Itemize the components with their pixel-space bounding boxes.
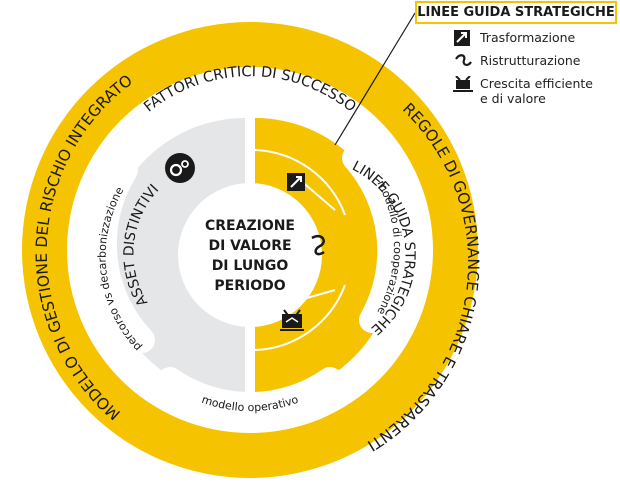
legend-label: Trasformazione xyxy=(480,30,576,45)
center-line-4: PERIODO xyxy=(214,278,285,294)
restructuring-loop-icon xyxy=(455,54,472,66)
restructuring-loop-icon xyxy=(311,234,325,256)
segment-divider xyxy=(254,149,346,216)
decarbonization-band xyxy=(90,157,155,353)
transformation-arrow-icon xyxy=(287,173,305,191)
legend-item: Trasformazione xyxy=(452,30,593,46)
gears-icon xyxy=(165,153,195,183)
center-line-2: DI VALORE xyxy=(208,238,291,254)
legend-leader-line xyxy=(334,12,416,146)
legend-item: Crescita efficiente e di valore xyxy=(452,76,593,106)
legend-title: LINEE GUIDA STRATEGICHE xyxy=(415,1,617,24)
center-line-1: CREAZIONE xyxy=(205,218,295,234)
efficient-growth-icon xyxy=(280,309,304,331)
cooperation-band xyxy=(342,145,404,333)
legend-label: Ristrutturazione xyxy=(480,53,581,68)
segment-divider xyxy=(254,284,346,351)
legend-item: Ristrutturazione xyxy=(452,53,593,69)
operating-model-band xyxy=(157,367,343,419)
transformation-arrow-icon xyxy=(454,30,470,46)
center-line-3: DI LUNGO xyxy=(212,258,289,274)
efficient-growth-icon xyxy=(453,76,473,92)
center-circle xyxy=(178,183,322,327)
legend-label: Crescita efficiente e di valore xyxy=(480,76,594,106)
segment-divider xyxy=(299,179,336,211)
legend: Trasformazione Ristrutturazione Crescita… xyxy=(452,30,593,113)
